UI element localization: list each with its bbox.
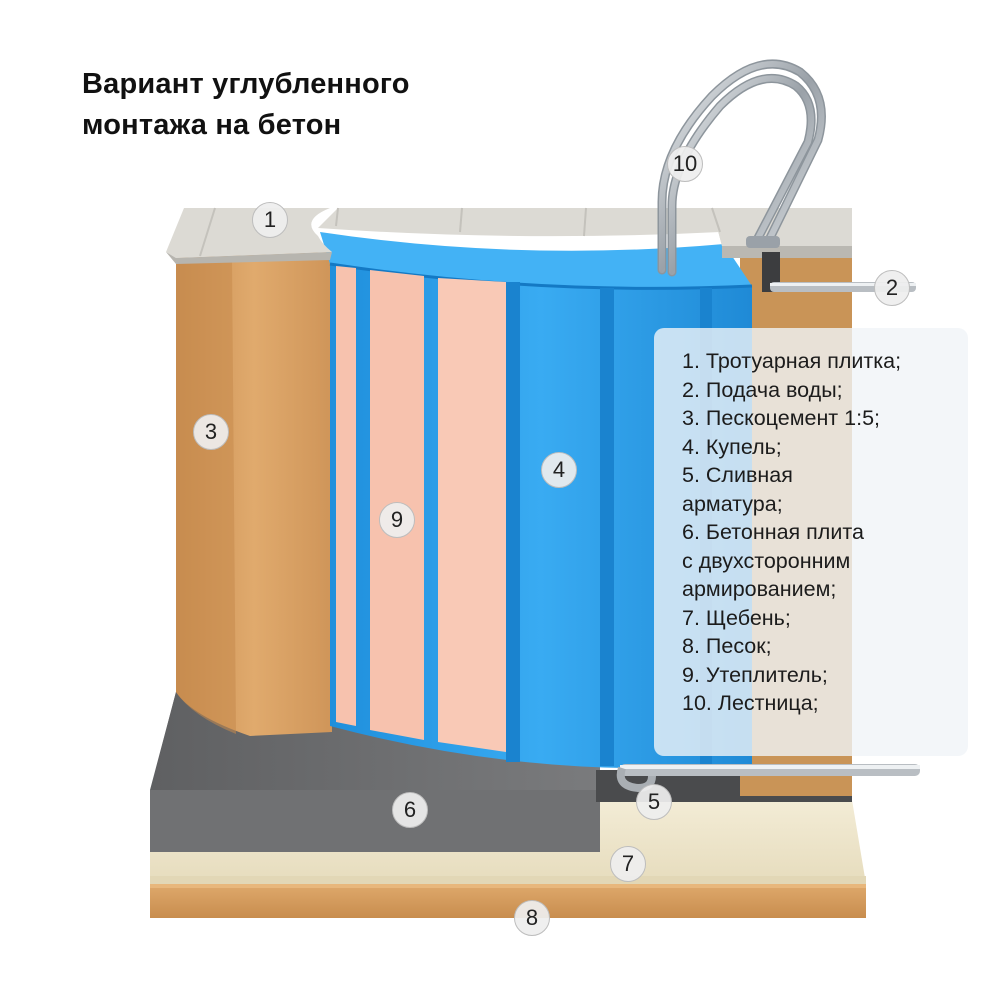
legend-panel: 1. Тротуарная плитка; 2. Подача воды; 3.… [654,328,968,756]
marker-2: 2 [874,270,910,306]
legend-item: 10. Лестница; [682,689,968,718]
marker-3: 3 [193,414,229,450]
marker-1: 1 [252,202,288,238]
legend-item: 3. Пескоцемент 1:5; [682,404,968,433]
legend-item: 4. Купель; [682,433,968,462]
sand-cement-backfill [176,252,332,736]
marker-9: 9 [379,502,415,538]
marker-8: 8 [514,900,550,936]
sand-layer [150,884,866,918]
marker-5: 5 [636,784,672,820]
legend-item: 6. Бетонная плита с двухсторонним армиро… [682,518,968,604]
page-title: Вариант углубленного монтажа на бетон [82,64,502,146]
legend-item: 1. Тротуарная плитка; [682,347,968,376]
legend-item: 5. Сливная арматура; [682,461,968,518]
marker-6: 6 [392,792,428,828]
marker-7: 7 [610,846,646,882]
marker-4: 4 [541,452,577,488]
legend-item: 8. Песок; [682,632,968,661]
marker-10: 10 [667,146,703,182]
legend-item: 7. Щебень; [682,604,968,633]
legend-item: 9. Утеплитель; [682,661,968,690]
legend-item: 2. Подача воды; [682,376,968,405]
